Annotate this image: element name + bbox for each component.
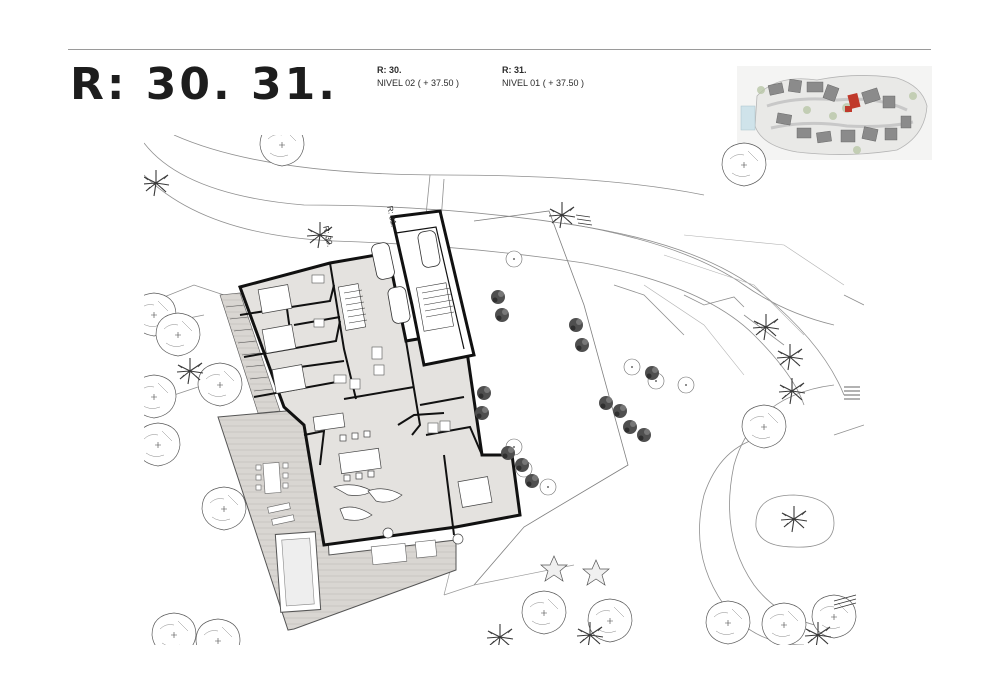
beds [257, 284, 493, 508]
steps-markers [575, 214, 860, 610]
living-furniture [312, 412, 464, 545]
level-line: NIVEL 02 ( + 37.50 ) [377, 77, 459, 90]
outdoor-dining [255, 462, 289, 494]
level-unit-label: R: 30. [377, 65, 402, 75]
internal-stair [337, 282, 455, 332]
palms [144, 169, 832, 645]
loungers [267, 502, 438, 566]
interior-walls [239, 262, 483, 536]
level-elevation: ( + 37.50 ) [542, 78, 584, 88]
exterior-stair [219, 292, 281, 414]
sheet-title: R: 30. 31. [70, 59, 339, 110]
level-name: NIVEL 02 [377, 78, 416, 88]
level-elevation: ( + 37.50 ) [417, 78, 459, 88]
level-info-r30: R: 30. NIVEL 02 ( + 37.50 ) [377, 64, 459, 90]
parcel-boundary [473, 210, 629, 586]
level-name: NIVEL 01 [502, 78, 541, 88]
level-info-r31: R: 31. NIVEL 01 ( + 37.50 ) [502, 64, 584, 90]
bathroom-fixtures [311, 274, 451, 434]
site-key-map [737, 66, 932, 160]
cars [371, 230, 441, 324]
level-unit-label: R: 31. [502, 65, 527, 75]
feature-plants [540, 555, 610, 586]
floor-plan: R: 30. R: 31. [144, 135, 864, 645]
entry-planters [505, 250, 695, 496]
top-rule [68, 49, 931, 50]
highlighted-unit-marker [845, 92, 861, 112]
level-line: NIVEL 01 ( + 37.50 ) [502, 77, 584, 90]
